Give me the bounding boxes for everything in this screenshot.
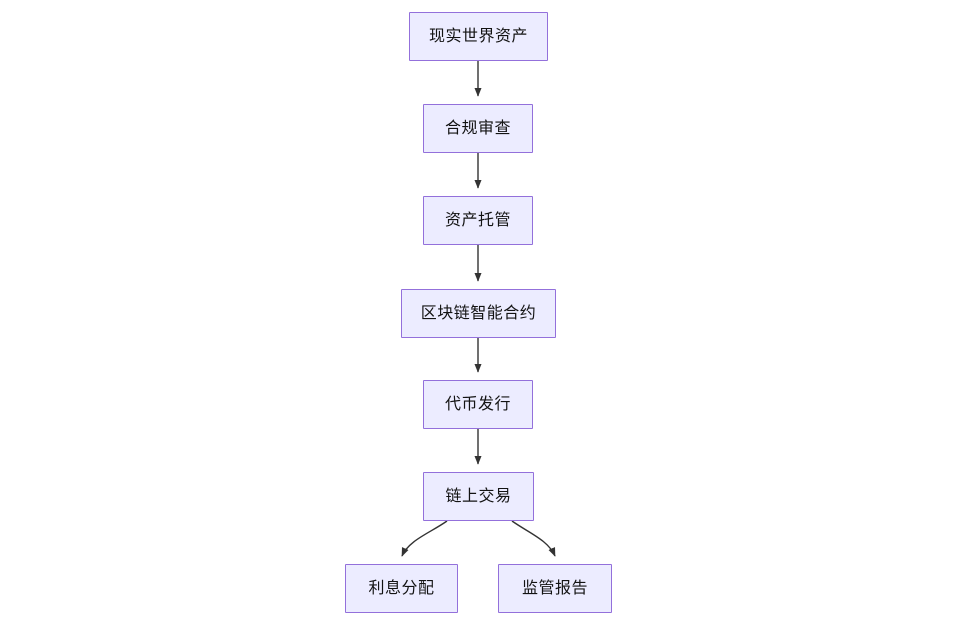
- node-regulatory-reporting[interactable]: 监管报告: [498, 564, 612, 613]
- node-label: 资产托管: [444, 211, 511, 229]
- node-asset-custody[interactable]: 资产托管: [423, 196, 533, 245]
- node-label: 利息分配: [368, 579, 435, 597]
- node-compliance-review[interactable]: 合规审查: [423, 104, 533, 153]
- node-blockchain-smart-contract[interactable]: 区块链智能合约: [401, 289, 556, 338]
- node-label: 代币发行: [444, 395, 511, 413]
- node-interest-distribution[interactable]: 利息分配: [345, 564, 458, 613]
- node-label: 合规审查: [444, 119, 511, 137]
- node-real-world-asset[interactable]: 现实世界资产: [409, 12, 548, 61]
- node-label: 监管报告: [521, 579, 588, 597]
- node-token-issuance[interactable]: 代币发行: [423, 380, 533, 429]
- node-label: 区块链智能合约: [420, 304, 537, 322]
- edge-trading-to-reporting: [511, 520, 556, 557]
- node-label: 现实世界资产: [428, 27, 528, 45]
- node-label: 链上交易: [445, 487, 512, 505]
- edge-trading-to-interest: [401, 520, 448, 557]
- node-onchain-trading[interactable]: 链上交易: [423, 472, 534, 521]
